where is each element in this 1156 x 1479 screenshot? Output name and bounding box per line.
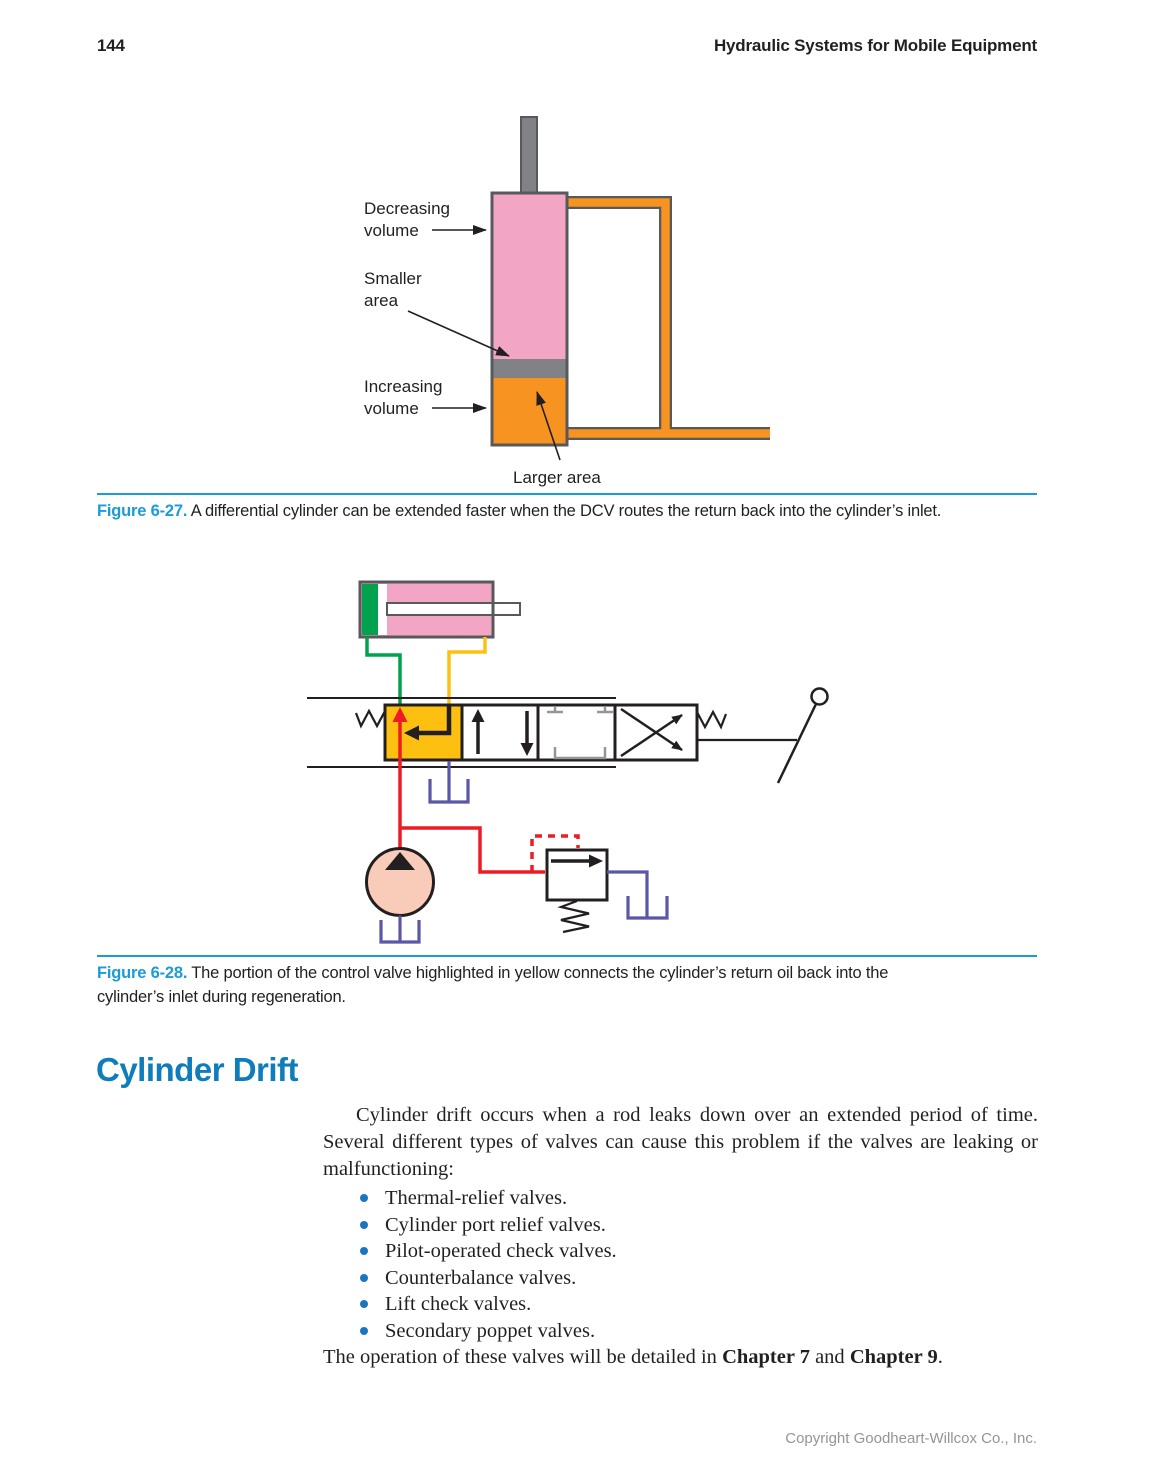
- label-decreasing-volume: Decreasing volume: [364, 199, 487, 240]
- svg-text:volume: volume: [364, 221, 419, 240]
- spring-right: [696, 709, 728, 730]
- svg-text:Increasing: Increasing: [364, 377, 442, 396]
- copyright-footer: Copyright Goodheart-Willcox Co., Inc.: [785, 1430, 1037, 1447]
- bullet-text: Lift check valves.: [385, 1293, 532, 1315]
- caption-rule: [97, 493, 1037, 495]
- svg-text:volume: volume: [364, 399, 419, 418]
- cylinder-rod: [386, 602, 521, 616]
- red-pilot-dashed-line: [530, 834, 580, 872]
- tank-dcv: [428, 761, 470, 804]
- list-item: Cylinder port relief valves.: [323, 1212, 1038, 1239]
- cylinder-symbol: [358, 580, 521, 639]
- caption-rule: [97, 955, 1037, 957]
- closing-mid: and: [809, 1346, 850, 1368]
- body-paragraph: Cylinder drift occurs when a rod leaks d…: [323, 1104, 1038, 1180]
- cap-side-chamber: [492, 378, 567, 445]
- figure-6-28-caption: Figure 6-28. The portion of the control …: [97, 961, 1037, 1009]
- figure-6-27-diagram: Decreasing volume Smaller area Increasin…: [364, 116, 770, 487]
- bullet-icon: [360, 1194, 368, 1202]
- orange-pipe: [565, 196, 770, 440]
- dcv-rails: [307, 697, 616, 768]
- chapter-9-reference: Chapter 9: [849, 1346, 938, 1368]
- piston: [492, 359, 567, 378]
- svg-text:Smaller: Smaller: [364, 269, 422, 288]
- figure-6-27-caption: Figure 6-27. A differential cylinder can…: [97, 499, 1037, 523]
- closing-prefix: The operation of these valves will be de…: [323, 1346, 723, 1368]
- closing-sentence: The operation of these valves will be de…: [323, 1344, 1038, 1371]
- figure-6-27-label: Figure 6-27.: [97, 502, 188, 520]
- relief-valve-spring: [557, 899, 590, 934]
- figure-6-27-caption-text: A differential cylinder can be extended …: [187, 502, 942, 520]
- section-heading: Cylinder Drift: [96, 1051, 299, 1088]
- red-pressure-line: [392, 707, 545, 874]
- pump-symbol: [365, 847, 435, 917]
- relief-valve: [545, 848, 609, 934]
- page-number: 144: [97, 36, 125, 55]
- bullet-list: Thermal-relief valves. Cylinder port rel…: [323, 1185, 1038, 1344]
- closing-suffix: .: [937, 1346, 943, 1368]
- bullet-icon: [360, 1300, 368, 1308]
- bullet-text: Counterbalance valves.: [385, 1266, 577, 1289]
- svg-text:Larger area: Larger area: [513, 468, 601, 487]
- running-head: Hydraulic Systems for Mobile Equipment: [713, 36, 1037, 55]
- spring-left: [354, 708, 386, 729]
- list-item: Pilot-operated check valves.: [323, 1238, 1038, 1265]
- cylinder-barrel-outline: [490, 191, 569, 447]
- lever-actuator: [697, 687, 829, 784]
- bullet-text: Cylinder port relief valves.: [385, 1213, 606, 1236]
- green-line: [365, 637, 402, 705]
- svg-text:area: area: [364, 291, 399, 310]
- figure-6-28-caption-line2: cylinder’s inlet during regeneration.: [97, 988, 346, 1006]
- rod-side-chamber: [492, 193, 567, 359]
- figure-6-28-caption-line1: The portion of the control valve highlig…: [187, 964, 889, 982]
- yellow-line: [447, 637, 487, 705]
- figure-6-28-label: Figure 6-28.: [97, 964, 188, 982]
- label-larger-area: Larger area: [513, 391, 601, 487]
- tank-relief: [607, 870, 669, 920]
- dcv-center-details: [547, 706, 613, 760]
- dcv-valve: [383, 703, 699, 762]
- bullet-icon: [360, 1326, 368, 1335]
- figure-6-28-diagram: [307, 580, 829, 944]
- bullet-text: Secondary poppet valves.: [385, 1319, 596, 1342]
- bullet-icon: [360, 1220, 368, 1229]
- list-item: Counterbalance valves.: [323, 1265, 1038, 1292]
- bullet-text: Thermal-relief valves.: [385, 1187, 568, 1209]
- tank-pump: [379, 915, 421, 944]
- list-item: Lift check valves.: [323, 1291, 1038, 1318]
- cylinder-piston-green: [362, 584, 378, 635]
- pump-triangle: [385, 852, 415, 870]
- bullet-icon: [360, 1247, 368, 1255]
- bullet-icon: [360, 1273, 368, 1282]
- list-item: Secondary poppet valves.: [323, 1318, 1038, 1345]
- dcv-box-center: [536, 703, 617, 762]
- bullet-text: Pilot-operated check valves.: [385, 1240, 617, 1262]
- svg-text:Decreasing: Decreasing: [364, 199, 450, 218]
- list-item: Thermal-relief valves.: [323, 1185, 1038, 1212]
- label-increasing-volume: Increasing volume: [364, 377, 487, 418]
- chapter-7-reference: Chapter 7: [722, 1346, 810, 1368]
- label-smaller-area: Smaller area: [364, 269, 510, 357]
